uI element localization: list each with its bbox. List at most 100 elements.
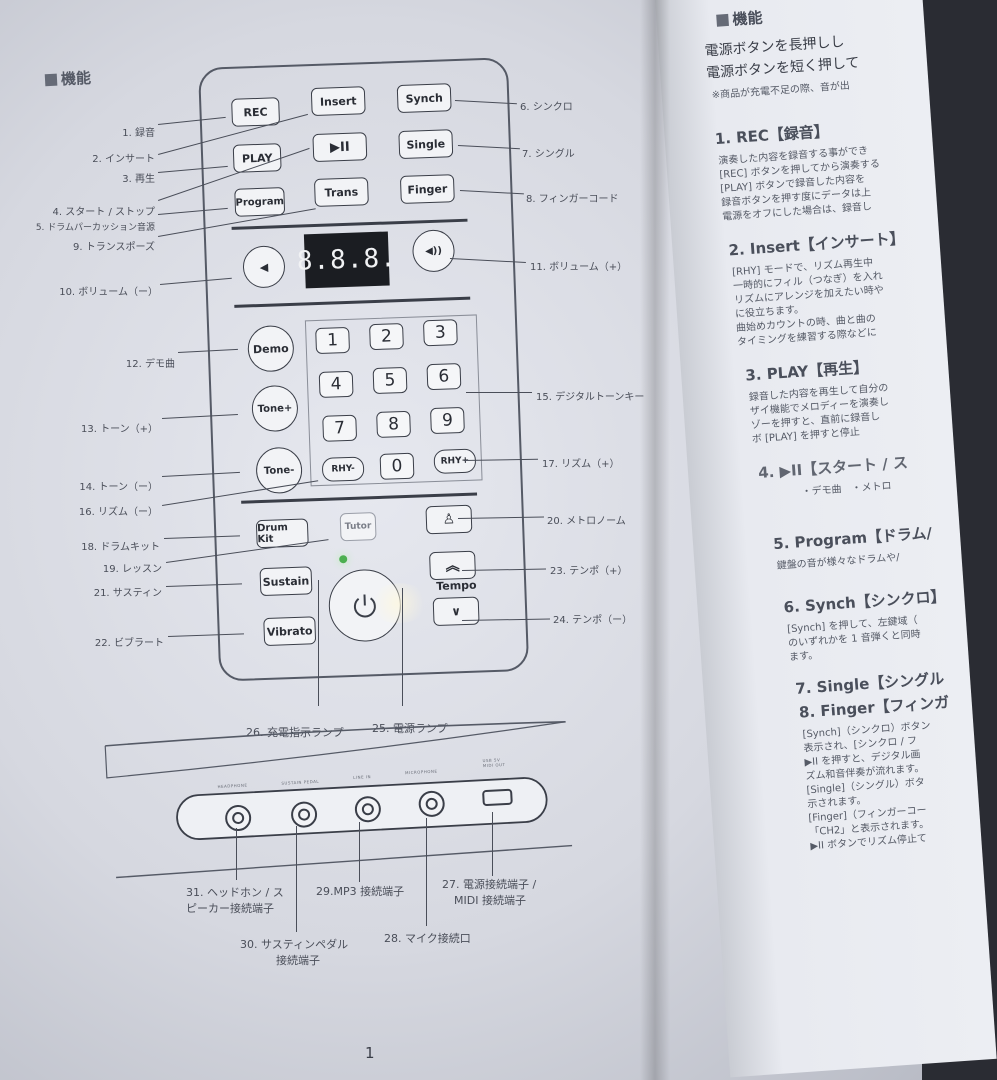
divider xyxy=(234,296,471,308)
right-body: ます。 xyxy=(788,650,819,664)
key-2: 2 xyxy=(369,323,404,351)
divider xyxy=(231,218,468,230)
port-panel: HEADPHONE SUSTAIN PEDAL LINE IN MICROPHO… xyxy=(103,718,575,882)
tempo-down-button: ∨ xyxy=(432,596,480,627)
insert-button: Insert xyxy=(310,86,366,117)
leader-line xyxy=(359,822,361,882)
key-3: 3 xyxy=(422,319,458,347)
metronome-button: ♙ xyxy=(425,504,473,535)
port-label: USB 5V MIDI OUT xyxy=(482,757,506,769)
callout-headphone-2: ピーカー接続端子 xyxy=(186,902,274,915)
callout-mp3: 29.MP3 接続端子 xyxy=(316,885,405,898)
key-9: 9 xyxy=(430,406,465,435)
leader-line xyxy=(296,826,298,932)
speaker-icon: ◀ xyxy=(259,260,269,274)
callout-metronome: 20. メトロノーム xyxy=(547,516,626,527)
right-item-head: 5. Program【ドラム/ xyxy=(772,524,933,554)
square-icon xyxy=(44,73,58,87)
callout-tone-up: 13. トーン（+） xyxy=(81,424,158,435)
key-7: 7 xyxy=(322,414,358,442)
page-number: 1 xyxy=(365,1044,375,1062)
vibrato-button: Vibrato xyxy=(263,616,317,647)
synch-button: Synch xyxy=(396,83,452,114)
glare xyxy=(368,582,430,625)
led-display: 8.8.8. xyxy=(296,231,397,289)
callout-tempo-up: 23. テンポ（+） xyxy=(550,566,628,577)
callout-single: 7. シングル xyxy=(522,149,575,160)
remote-diagram: REC Insert Synch PLAY ▶II Single Program… xyxy=(198,57,530,682)
callout-tone-down: 14. トーン（ー） xyxy=(79,482,158,493)
callout-demo: 12. デモ曲 xyxy=(125,359,175,370)
key-5: 5 xyxy=(372,366,408,395)
chevron-up-icon: ︽ xyxy=(445,558,460,575)
charge-lamp xyxy=(339,555,348,564)
callout-rhythm-down: 16. リズム（ー） xyxy=(78,507,158,518)
callout-rhythm-up: 17. リズム（+） xyxy=(542,459,620,470)
key-8: 8 xyxy=(376,410,412,438)
rhythm-down-button: RHY- xyxy=(321,456,365,482)
left-page: 機能 REC Insert Synch PLAY ▶II Single Prog… xyxy=(0,0,690,1080)
volume-up-button: ◀)) xyxy=(411,229,456,273)
tempo-label: Tempo xyxy=(436,578,477,593)
metronome-icon: ♙ xyxy=(442,511,456,528)
callout-volume-down: 10. ボリューム（ー） xyxy=(59,287,158,298)
right-item-head: 2. Insert【インサート】 xyxy=(728,229,906,260)
callout-tempo-down: 24. テンポ（ー） xyxy=(553,615,633,626)
callout-finger: 8. フィンガーコード xyxy=(526,194,619,205)
port-label: LINE IN xyxy=(353,774,372,780)
chevron-down-icon: ∨ xyxy=(451,604,462,619)
tempo-up-button: ︽ xyxy=(429,550,476,581)
booklet-photo: 機能 REC Insert Synch PLAY ▶II Single Prog… xyxy=(0,0,922,1080)
right-item-head: 6. Synch【シンクロ】 xyxy=(783,587,947,617)
callout-volume-up: 11. ボリューム（+） xyxy=(530,262,628,273)
key-4: 4 xyxy=(318,370,354,398)
start-stop-button: ▶II xyxy=(312,132,368,163)
callout-play: 3. 再生 xyxy=(122,174,155,185)
callout-power-midi: 27. 電源接続端子 / xyxy=(442,878,537,891)
section-header: 機能 xyxy=(44,67,91,90)
leader-line xyxy=(426,818,428,926)
callout-drum-kit: 18. ドラムキット xyxy=(81,542,160,553)
tone-up-button: Tone+ xyxy=(251,384,299,433)
trans-button: Trans xyxy=(313,177,369,208)
single-button: Single xyxy=(398,129,454,160)
callout-sustain-pedal-2: 接続端子 xyxy=(276,954,320,967)
play-button: PLAY xyxy=(232,143,282,173)
speaker-loud-icon: ◀)) xyxy=(424,245,443,257)
callout-lesson: 19. レッスン xyxy=(102,564,162,575)
leader-line xyxy=(318,580,320,706)
callout-headphone: 31. ヘッドホン / ス xyxy=(186,886,284,899)
right-body: ・デモ曲 ・メトロ xyxy=(801,480,892,498)
callout-rec: 1. 録音 xyxy=(122,128,155,139)
leader-line xyxy=(402,588,404,706)
callout-vibrato: 22. ビブラート xyxy=(94,638,164,649)
leader-line xyxy=(492,812,494,876)
divider xyxy=(241,492,478,504)
callout-mic: 28. マイク接続口 xyxy=(384,932,471,945)
leader-line xyxy=(236,828,238,880)
square-icon xyxy=(716,13,729,27)
callout-program: 5. ドラムパーカッション音源 xyxy=(35,223,155,233)
spine-shadow xyxy=(640,0,670,1080)
callout-digital-keys: 15. デジタルトーンキー xyxy=(536,392,645,403)
sustain-button: Sustain xyxy=(259,566,313,597)
tutor-button: Tutor xyxy=(339,512,377,542)
demo-button: Demo xyxy=(247,324,295,373)
key-0: 0 xyxy=(379,452,415,480)
callout-synch: 6. シンクロ xyxy=(520,102,573,113)
callout-sustain: 21. サスティン xyxy=(93,588,162,599)
leader-line xyxy=(466,392,532,394)
key-6: 6 xyxy=(426,363,462,391)
callout-insert: 2. インサート xyxy=(92,154,155,165)
right-page: 機能 電源ボタンを長押しし 電源ボタンを短く押して ※商品が充電不足の際、音が出… xyxy=(655,0,997,1078)
program-button: Program xyxy=(234,187,286,217)
callout-transpose: 9. トランスポーズ xyxy=(72,242,155,253)
callout-start-stop: 4. スタート / ストップ xyxy=(52,207,155,218)
right-section-header: 機能 xyxy=(716,7,763,31)
volume-down-button: ◀ xyxy=(242,245,286,289)
callout-power-midi-2: MIDI 接続端子 xyxy=(454,894,526,907)
key-1: 1 xyxy=(315,326,351,355)
finger-button: Finger xyxy=(399,174,455,205)
usb-port xyxy=(482,788,513,807)
callout-power-lamp: 25. 電源ランプ xyxy=(372,722,448,735)
